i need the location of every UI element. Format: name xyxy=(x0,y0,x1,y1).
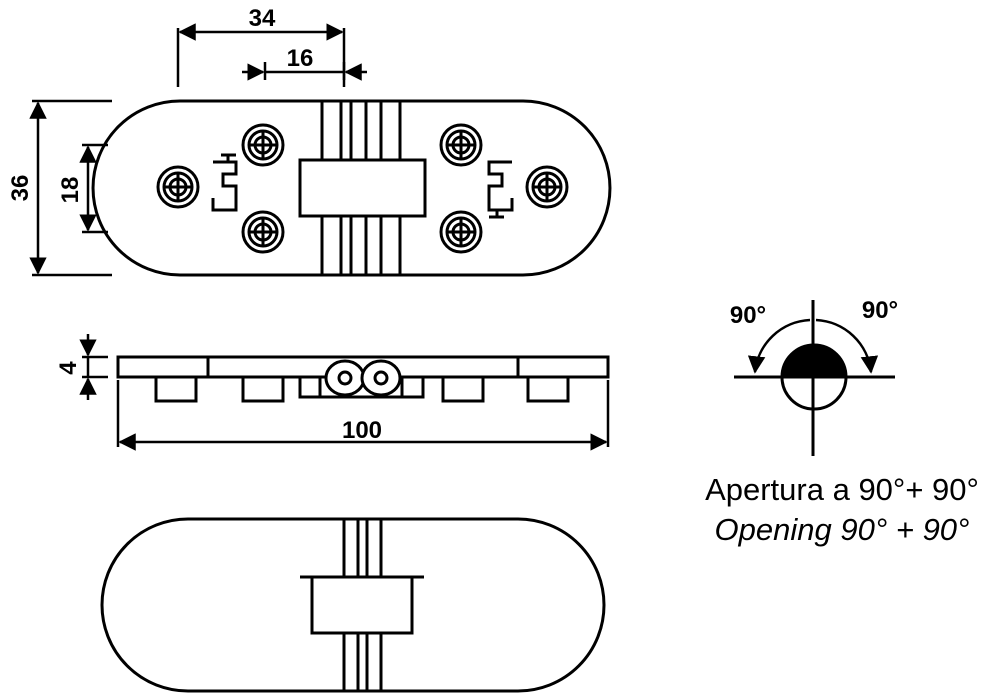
dimension-36 xyxy=(29,99,112,277)
screw-icon xyxy=(439,210,483,254)
side-view-foot xyxy=(526,375,570,403)
angle-right-label: 90° xyxy=(862,297,898,324)
side-view-foot xyxy=(441,375,485,403)
dimension-34 xyxy=(176,23,346,87)
rotation-arc-left-icon xyxy=(747,318,811,374)
dimension-36-label: 36 xyxy=(7,175,34,202)
angle-left-label: 90° xyxy=(730,302,766,329)
bottom-view xyxy=(100,517,606,693)
side-view-foot xyxy=(241,375,285,403)
screw-icon xyxy=(241,210,285,254)
screw-icon xyxy=(241,123,285,167)
opening-angle-symbol xyxy=(734,300,895,456)
dimension-4 xyxy=(79,334,108,400)
dimension-100 xyxy=(116,380,610,451)
top-view-center-block xyxy=(298,158,427,218)
rotation-arc-right-icon xyxy=(815,318,879,374)
dimension-18-label: 18 xyxy=(57,177,84,204)
bottom-view-outline xyxy=(100,517,606,693)
caption-italian: Apertura a 90°+ 90° xyxy=(705,472,979,507)
screw-icon xyxy=(439,123,483,167)
bottom-view-center-block xyxy=(310,575,414,635)
dimension-16-label: 16 xyxy=(287,45,314,72)
screw-icon xyxy=(156,165,200,209)
caption-english: Opening 90° + 90° xyxy=(715,512,970,547)
top-view xyxy=(91,99,612,277)
dimension-34-label: 34 xyxy=(249,5,276,32)
screw-icon xyxy=(525,165,569,209)
dimension-16 xyxy=(242,62,367,81)
dimension-100-label: 100 xyxy=(342,417,382,444)
logo-mark-right-icon xyxy=(487,160,514,219)
dimension-4-label: 4 xyxy=(55,361,82,375)
side-view xyxy=(116,355,610,403)
side-view-foot xyxy=(154,375,198,403)
dimension-18 xyxy=(79,143,108,234)
logo-mark-left-icon xyxy=(211,153,238,212)
